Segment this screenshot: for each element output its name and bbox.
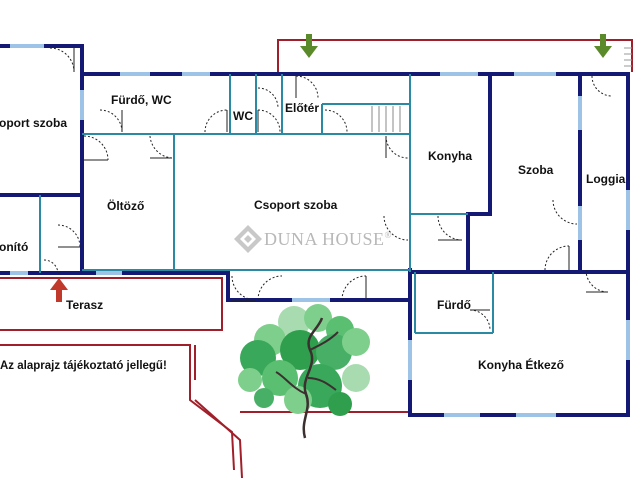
door-swings: [43, 47, 613, 331]
watermark-logo: DUNA HOUSE®: [232, 223, 412, 257]
room-label-room: Szoba: [518, 163, 554, 177]
room-label-bathroom: Fürdő: [437, 298, 471, 312]
room-label-dressing-room: Öltöző: [107, 199, 145, 213]
room-label-loggia: Loggia: [586, 172, 626, 186]
room-label-hallway: Előtér: [285, 101, 320, 115]
windows: [10, 44, 630, 417]
room-label-group-room-main: Csoport szoba: [254, 198, 338, 212]
interior-walls: [39, 74, 494, 334]
room-label-terrace: Terasz: [66, 298, 104, 312]
registered-mark: ®: [384, 230, 392, 240]
outer-boundary-lines: [0, 39, 633, 479]
room-label-group-room-left: oport szoba: [0, 116, 67, 130]
staircase: [371, 106, 401, 132]
room-label-kitchen-dining: Konyha Étkező: [478, 358, 565, 372]
room-label-changing: onító: [0, 240, 29, 254]
down-arrow-icon: [594, 34, 612, 58]
stair-hatch: [624, 47, 632, 67]
watermark-brand: DUNA HOUSE®: [264, 229, 392, 249]
room-label-kitchen: Konyha: [428, 149, 473, 163]
down-arrow-icon: [300, 34, 318, 58]
diamond-logo-icon: [234, 225, 262, 253]
up-arrow-icon: [50, 278, 68, 302]
room-label-wc: WC: [233, 109, 253, 123]
room-label-bathroom-wc: Fürdő, WC: [111, 93, 172, 107]
disclaimer-note: Az alaprajz tájékoztató jellegű!: [0, 360, 167, 372]
tree-icon: [238, 304, 370, 439]
